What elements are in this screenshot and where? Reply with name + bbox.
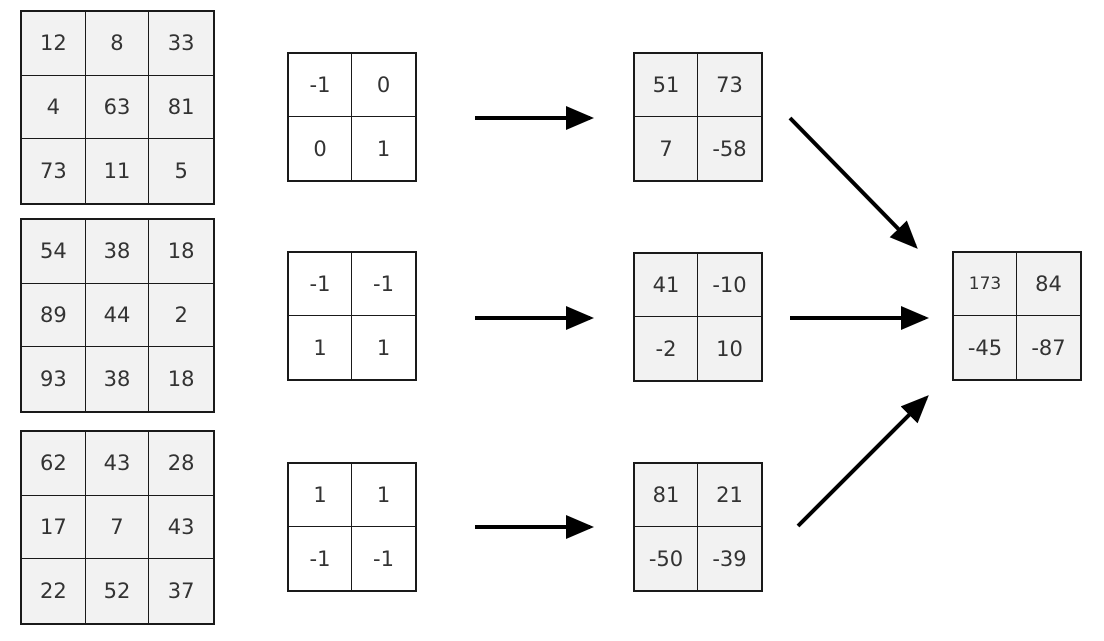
matrix-cell: 41 bbox=[635, 254, 698, 317]
matrix-cell: 84 bbox=[1017, 253, 1080, 316]
result-matrix-3: 81 21 -50 -39 bbox=[633, 462, 763, 592]
matrix-cell: 173 bbox=[954, 253, 1017, 316]
matrix-cell: 7 bbox=[85, 495, 150, 560]
matrix-cell: 21 bbox=[698, 464, 761, 527]
final-matrix: 173 84 -45 -87 bbox=[952, 251, 1082, 381]
matrix-cell: 62 bbox=[22, 432, 86, 496]
kernel-matrix-2: -1 -1 1 1 bbox=[287, 251, 417, 381]
matrix-cell: 7 bbox=[635, 117, 698, 180]
matrix-cell: 93 bbox=[22, 347, 86, 411]
matrix-cell: 52 bbox=[85, 559, 150, 623]
input-matrix-3: 62 43 28 17 7 43 22 52 37 bbox=[20, 430, 215, 625]
matrix-cell: 81 bbox=[635, 464, 698, 527]
matrix-cell: 0 bbox=[352, 54, 415, 117]
matrix-cell: 0 bbox=[289, 117, 352, 180]
matrix-cell: 33 bbox=[149, 12, 213, 76]
matrix-cell: -58 bbox=[698, 117, 761, 180]
matrix-cell: -2 bbox=[635, 317, 698, 380]
matrix-cell: 1 bbox=[352, 464, 415, 527]
matrix-cell: -1 bbox=[352, 253, 415, 316]
matrix-cell: -1 bbox=[352, 527, 415, 590]
matrix-cell: 38 bbox=[85, 220, 150, 284]
matrix-cell: 22 bbox=[22, 559, 86, 623]
matrix-cell: 51 bbox=[635, 54, 698, 117]
matrix-cell: 12 bbox=[22, 12, 86, 76]
matrix-cell: 18 bbox=[149, 220, 213, 284]
matrix-cell: -10 bbox=[698, 254, 761, 317]
matrix-cell: 1 bbox=[352, 316, 415, 379]
matrix-cell: 54 bbox=[22, 220, 86, 284]
result-matrix-2: 41 -10 -2 10 bbox=[633, 252, 763, 382]
input-matrix-2: 54 38 18 89 44 2 93 38 18 bbox=[20, 218, 215, 413]
matrix-cell: 73 bbox=[22, 139, 86, 203]
matrix-cell: 38 bbox=[85, 347, 150, 411]
matrix-cell: 1 bbox=[289, 316, 352, 379]
matrix-cell: 4 bbox=[22, 75, 86, 140]
matrix-cell: 28 bbox=[149, 432, 213, 496]
matrix-cell: 8 bbox=[85, 12, 150, 76]
kernel-matrix-1: -1 0 0 1 bbox=[287, 52, 417, 182]
arrow-diag-up bbox=[796, 395, 929, 528]
matrix-cell: 37 bbox=[149, 559, 213, 623]
matrix-cell: 89 bbox=[22, 283, 86, 348]
matrix-cell: 1 bbox=[289, 464, 352, 527]
matrix-cell: 43 bbox=[149, 495, 213, 560]
matrix-cell: 18 bbox=[149, 347, 213, 411]
matrix-cell: -50 bbox=[635, 527, 698, 590]
matrix-cell: 10 bbox=[698, 317, 761, 380]
matrix-cell: 73 bbox=[698, 54, 761, 117]
matrix-cell: 81 bbox=[149, 75, 213, 140]
arrow-diag-down bbox=[788, 116, 918, 249]
matrix-cell: 63 bbox=[85, 75, 150, 140]
matrix-cell: -45 bbox=[954, 316, 1017, 379]
matrix-cell: -1 bbox=[289, 527, 352, 590]
matrix-cell: 1 bbox=[352, 117, 415, 180]
matrix-cell: 5 bbox=[149, 139, 213, 203]
matrix-cell: 11 bbox=[85, 139, 150, 203]
matrix-cell: -39 bbox=[698, 527, 761, 590]
matrix-cell: 17 bbox=[22, 495, 86, 560]
matrix-cell: 43 bbox=[85, 432, 150, 496]
matrix-cell: -87 bbox=[1017, 316, 1080, 379]
matrix-cell: -1 bbox=[289, 54, 352, 117]
matrix-cell: -1 bbox=[289, 253, 352, 316]
matrix-cell: 2 bbox=[149, 283, 213, 348]
result-matrix-1: 51 73 7 -58 bbox=[633, 52, 763, 182]
input-matrix-1: 12 8 33 4 63 81 73 11 5 bbox=[20, 10, 215, 205]
matrix-cell: 44 bbox=[85, 283, 150, 348]
kernel-matrix-3: 1 1 -1 -1 bbox=[287, 462, 417, 592]
